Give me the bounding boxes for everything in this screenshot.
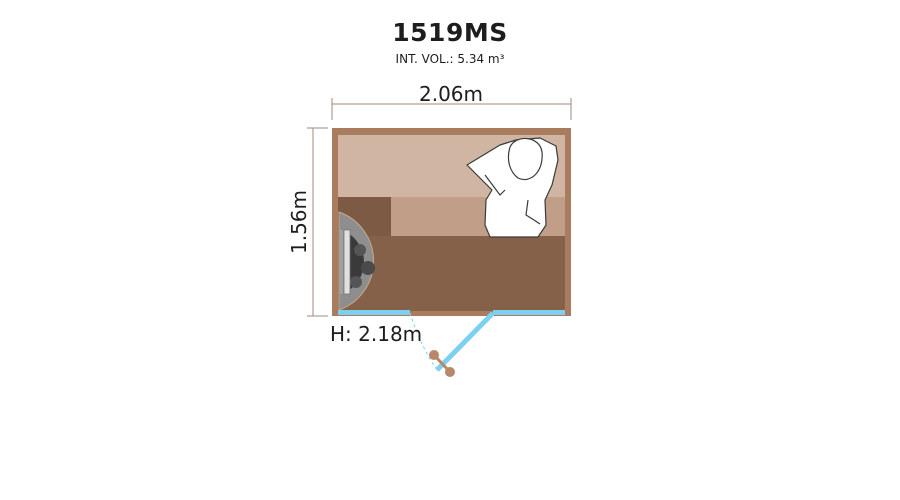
width-label: 2.06m [419,82,483,106]
depth-label: 1.56m [287,190,311,254]
glass-panel-left [338,310,410,315]
width-dimension-line [331,98,572,120]
height-label: H: 2.18m [330,322,422,346]
glass-panel-right [493,310,565,315]
door-swing-arc [409,312,438,371]
glass-door[interactable] [435,311,495,372]
sauna-heater-icon [338,211,375,311]
interior-volume: INT. VOL.: 5.34 m³ [395,52,505,66]
person-icon [466,137,559,238]
model-name: 1519MS [392,18,508,47]
door-handle-icon [429,350,455,377]
depth-dimension-line [307,127,328,317]
